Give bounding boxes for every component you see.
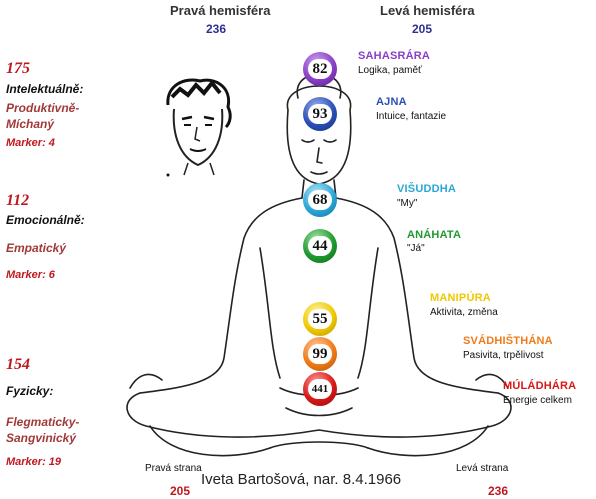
sahasrara-name: SAHASRÁRA (358, 50, 431, 62)
sahasrara-description: Logika, paměť (358, 65, 422, 76)
ajna-name: AJNA (376, 96, 407, 108)
muladhara-description: Energie celkem (503, 395, 572, 406)
intellectual-number: 175 (6, 60, 30, 77)
left-side-value: 236 (488, 484, 509, 498)
physical-number: 154 (6, 356, 30, 373)
right-side-value: 205 (170, 484, 191, 498)
intellectual-label: Intelektuálně: (6, 82, 84, 96)
muladhara-value: 441 (308, 379, 332, 399)
svadhisthana-name: SVÁDHIŠTHÁNA (463, 335, 553, 347)
sahasrara-value: 82 (308, 59, 332, 79)
right-hemisphere-value: 236 (206, 22, 227, 36)
left-hemisphere-value: 205 (412, 22, 433, 36)
ajna-description: Intuice, fantazie (376, 111, 447, 122)
emotional-marker: Marker: 6 (6, 269, 55, 281)
chakra-ball-manipura: 55 (303, 302, 337, 336)
muladhara-name: MÚLÁDHÁRA (503, 380, 577, 392)
intellectual-marker: Marker: 4 (6, 137, 55, 149)
intellectual-type-line2: Míchaný (6, 117, 55, 131)
visuddha-description: "My" (397, 198, 418, 209)
physical-type-line1: Flegmaticky- (6, 415, 80, 429)
meditating-figure (126, 73, 512, 457)
physical-label: Fyzicky: (6, 384, 54, 398)
emotional-number: 112 (6, 192, 30, 209)
chakra-ball-sahasrara: 82 (303, 52, 337, 86)
chakra-ball-anahata: 44 (303, 229, 337, 263)
physical-marker: Marker: 19 (6, 456, 62, 468)
left-side-label: Levá strana (456, 463, 509, 474)
right-hemisphere-title: Pravá hemisféra (170, 3, 271, 18)
name-date-caption: Iveta Bartošová, nar. 8.4.1966 (201, 471, 402, 488)
physical-type-line2: Sangvinický (6, 431, 77, 445)
svadhisthana-value: 99 (308, 344, 332, 364)
anahata-description: "Já" (407, 243, 425, 254)
face-sketch-image (166, 78, 232, 177)
manipura-name: MANIPÚRA (430, 292, 491, 304)
emotional-type: Empatický (6, 241, 67, 255)
anahata-name: ANÁHATA (407, 229, 462, 241)
manipura-value: 55 (308, 309, 332, 329)
chakra-ball-visuddha: 68 (303, 183, 337, 217)
chakra-ball-ajna: 93 (303, 97, 337, 131)
ajna-value: 93 (308, 104, 332, 124)
emotional-label: Emocionálně: (6, 213, 85, 227)
visuddha-name: VIŠUDDHA (397, 183, 457, 195)
svadhisthana-description: Pasivita, trpělivost (463, 350, 544, 361)
chakra-ball-svadhisthana: 99 (303, 337, 337, 371)
visuddha-value: 68 (308, 190, 332, 210)
left-hemisphere-title: Levá hemisféra (380, 3, 475, 18)
anahata-value: 44 (308, 236, 332, 256)
manipura-description: Aktivita, změna (430, 307, 498, 318)
intellectual-type-line1: Produktivně- (6, 101, 80, 115)
right-side-label: Pravá strana (145, 463, 202, 474)
chakra-ball-muladhara: 441 (303, 372, 337, 406)
